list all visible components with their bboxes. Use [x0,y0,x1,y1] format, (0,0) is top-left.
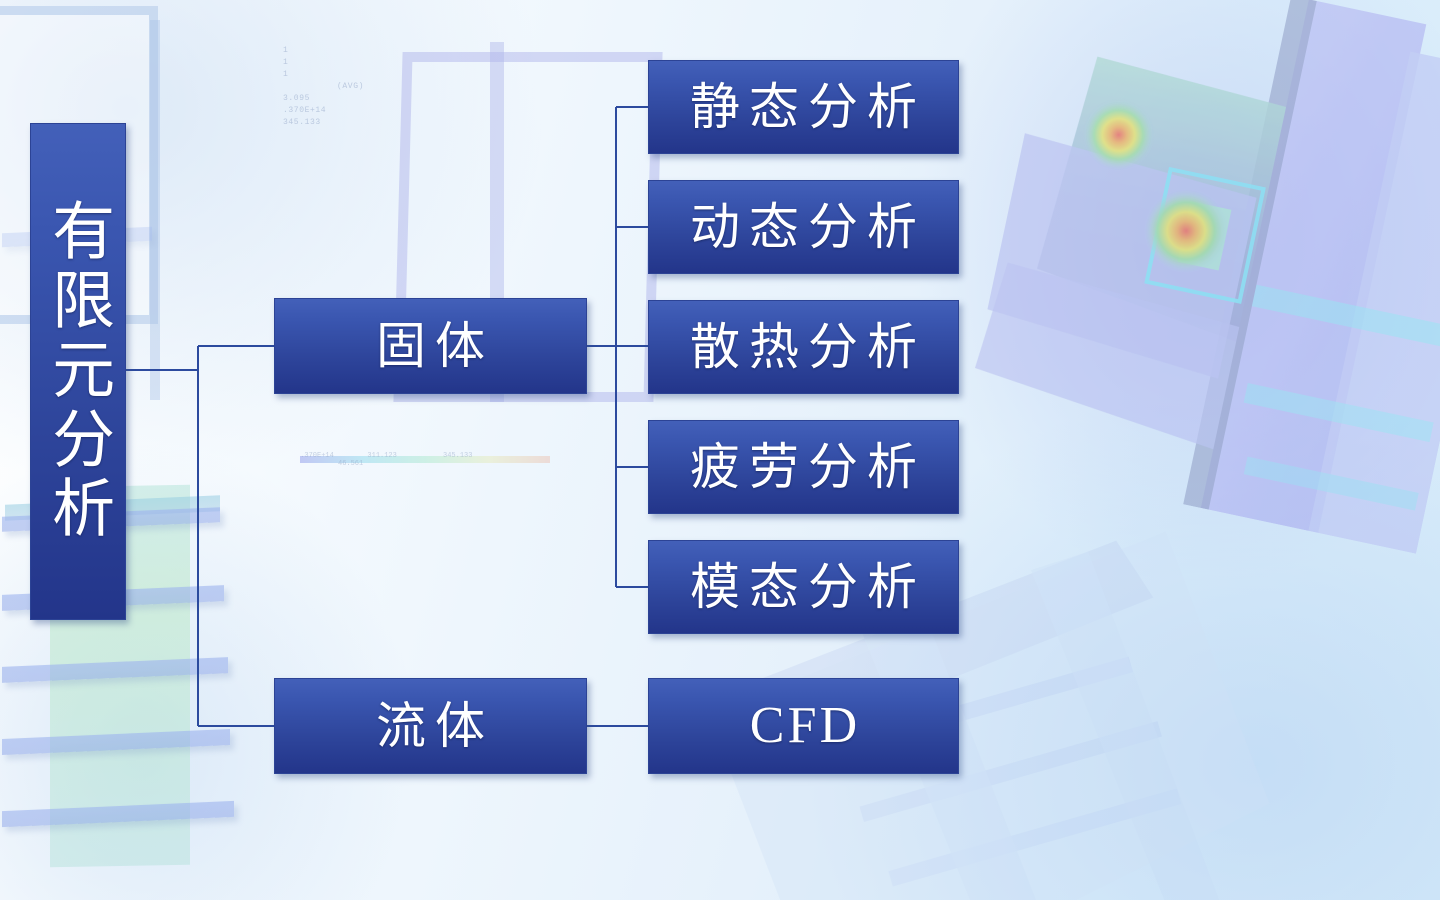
node-leaf-modal-analysis[interactable]: 模态分析 [648,540,959,634]
node-leaf-thermal-analysis[interactable]: 散热分析 [648,300,959,394]
node-leaf-label: 静态分析 [690,79,926,135]
node-leaf-label: CFD [749,697,861,754]
node-branch-solid-label: 固体 [376,318,494,374]
node-root-label: 有限元分析 [43,198,114,545]
node-leaf-label: 动态分析 [690,199,926,255]
node-leaf-static-analysis[interactable]: 静态分析 [648,60,959,154]
node-branch-fluid[interactable]: 流体 [274,678,587,774]
node-leaf-label: 疲劳分析 [690,439,926,495]
node-leaf-dynamic-analysis[interactable]: 动态分析 [648,180,959,274]
node-leaf-fatigue-analysis[interactable]: 疲劳分析 [648,420,959,514]
node-branch-solid[interactable]: 固体 [274,298,587,394]
node-leaf-label: 模态分析 [690,559,926,615]
node-leaf-cfd[interactable]: CFD [648,678,959,774]
node-branch-fluid-label: 流体 [376,698,494,754]
node-leaf-label: 散热分析 [690,319,926,375]
node-root-finite-element-analysis[interactable]: 有限元分析 [30,123,126,620]
